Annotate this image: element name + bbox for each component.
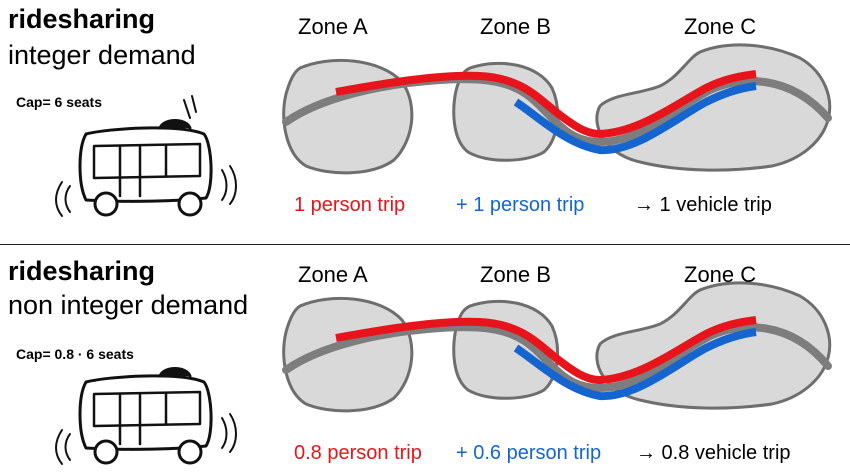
legend-red-trip: 1 person trip [294, 194, 406, 216]
zone-a-label: Zone A [298, 262, 368, 287]
panel-subtitle: non integer demand [8, 290, 249, 320]
zone-c-label: Zone C [684, 14, 757, 39]
panel-title: ridesharing [8, 4, 156, 34]
panel-integer-demand: ridesharing integer demand Cap= 6 seats … [8, 4, 832, 217]
panel-title: ridesharing [8, 256, 156, 286]
zone-a-label: Zone A [298, 14, 368, 39]
legend-vehicle-trip: → 0.8 vehicle trip [636, 442, 791, 464]
blue-route [513, 328, 757, 401]
panel-subtitle: integer demand [8, 40, 196, 70]
panel-diagram [55, 281, 832, 465]
zone-b-shape [452, 61, 559, 162]
zone-c-shape [595, 43, 832, 172]
bus-sketch-icon [55, 367, 237, 465]
capacity-label: Cap= 0.8 · 6 seats [16, 346, 134, 362]
zone-a-shape [282, 58, 414, 175]
zone-b-label: Zone B [480, 262, 551, 287]
legend-vehicle-trip: → 1 vehicle trip [634, 194, 772, 216]
legend-red-trip: 0.8 person trip [294, 442, 422, 464]
red-route [335, 70, 757, 139]
panel-diagram [55, 43, 832, 217]
zone-b-label: Zone B [480, 14, 551, 39]
zone-a-shape [282, 296, 414, 413]
panel-divider [0, 244, 850, 245]
bus-sketch-icon [55, 95, 237, 217]
capacity-label: Cap= 6 seats [16, 94, 102, 110]
zone-c-label: Zone C [684, 262, 757, 287]
legend-blue-trip: + 1 person trip [456, 194, 585, 216]
legend-blue-trip: + 0.6 person trip [456, 442, 602, 464]
red-route [335, 316, 757, 385]
panel-non-integer-demand: ridesharing non integer demand Cap= 0.8 … [0, 238, 850, 476]
blue-route [513, 82, 757, 155]
